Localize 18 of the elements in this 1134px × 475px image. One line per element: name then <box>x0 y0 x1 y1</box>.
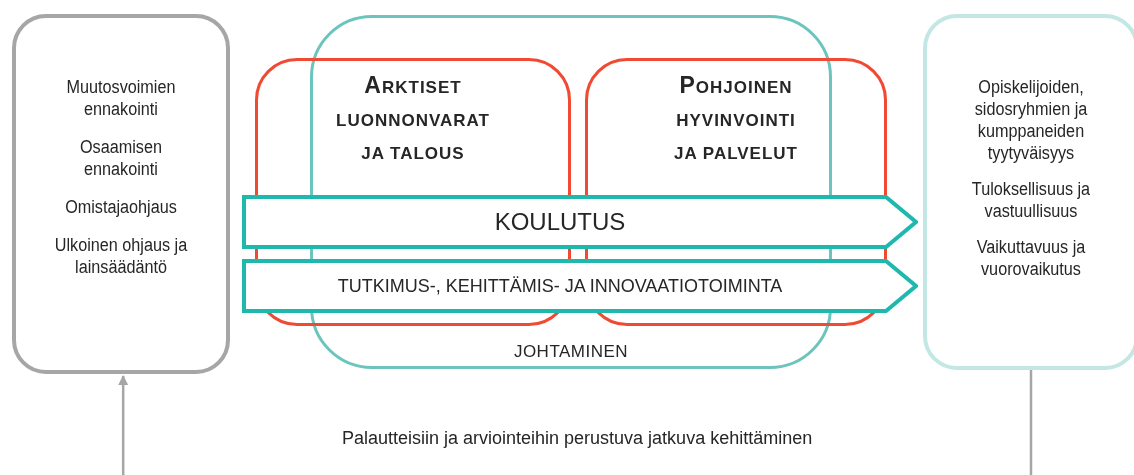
panel-text: Muutosvoimien ennakointi <box>65 76 177 120</box>
input-panel <box>12 14 230 374</box>
arrow <box>118 370 1033 475</box>
arrow-band <box>242 195 918 249</box>
edge-label: Palautteisiin ja arviointeihin perustuva jatkuva kehittäminen <box>341 428 813 449</box>
panel-text: Ulkoinen ohjaus ja lainsäädäntö <box>53 234 189 278</box>
focus-area-title: ARKTISET LUONNONVARAT JA TALOUS <box>335 71 491 165</box>
panel-text: Omistajaohjaus <box>64 196 178 218</box>
band-label: TUTKIMUS-, KEHITTÄMIS- JA INNOVAATIOTOIMINTA <box>336 275 784 298</box>
outcome-panel <box>923 14 1134 370</box>
panel-text: Tuloksellisuus ja vastuullisuus <box>970 178 1092 222</box>
panel-text: Osaamisen ennakointi <box>79 136 163 180</box>
focus-area-title: POHJOINEN HYVINVOINTI JA PALVELUT <box>673 71 799 165</box>
arrow-band <box>242 259 918 313</box>
panel-text: Vaikuttavuus ja vuorovaikutus <box>975 236 1087 280</box>
frame-title: JOHTAMINEN <box>512 341 630 363</box>
band-label: KOULUTUS <box>493 208 627 236</box>
panel-text: Opiskelijoiden, sidosryhmien ja kumppaneiden tyytyväisyys <box>973 76 1089 164</box>
